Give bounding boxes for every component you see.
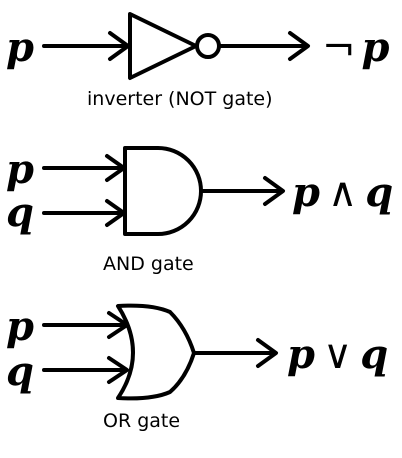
not-operator: ¬ bbox=[322, 25, 356, 71]
or-output-wire bbox=[192, 338, 278, 368]
or-input-a-label: p bbox=[6, 303, 34, 350]
not-input-label: p bbox=[6, 24, 34, 71]
and-gate-section: p q p∧q AND gate bbox=[6, 146, 393, 275]
and-output-a: p bbox=[292, 169, 320, 216]
or-output-a: p bbox=[287, 331, 315, 378]
not-gate-bubble bbox=[195, 33, 221, 59]
or-input-b-label: q bbox=[6, 348, 34, 395]
or-output-expression: p∨q bbox=[287, 331, 388, 378]
and-input-a-label: p bbox=[6, 146, 34, 193]
or-gate-symbol bbox=[116, 303, 196, 401]
and-output-b: q bbox=[365, 169, 393, 216]
and-input-a-wire bbox=[42, 154, 126, 182]
and-gate-symbol bbox=[123, 146, 203, 236]
and-operator: ∧ bbox=[328, 170, 357, 216]
not-gate-caption: inverter (NOT gate) bbox=[87, 88, 273, 110]
not-gate-symbol bbox=[128, 12, 198, 80]
or-input-b-wire bbox=[42, 356, 129, 384]
and-output-wire bbox=[199, 176, 285, 206]
or-operator: ∨ bbox=[323, 332, 352, 378]
and-input-b-label: q bbox=[6, 189, 34, 236]
not-output-wire bbox=[217, 31, 310, 61]
not-output-expression: ¬p bbox=[322, 24, 390, 71]
not-output-var: p bbox=[362, 24, 390, 71]
and-input-b-wire bbox=[42, 199, 126, 227]
and-gate-caption: AND gate bbox=[103, 253, 194, 275]
or-gate-section: p q p∨q OR gate bbox=[6, 303, 388, 432]
not-gate-section: p ¬p inverter (NOT gate) bbox=[6, 12, 390, 110]
not-input-wire bbox=[42, 31, 130, 61]
or-gate-caption: OR gate bbox=[103, 410, 180, 432]
and-output-expression: p∧q bbox=[292, 169, 393, 216]
or-output-b: q bbox=[360, 331, 388, 378]
or-input-a-wire bbox=[42, 311, 129, 339]
